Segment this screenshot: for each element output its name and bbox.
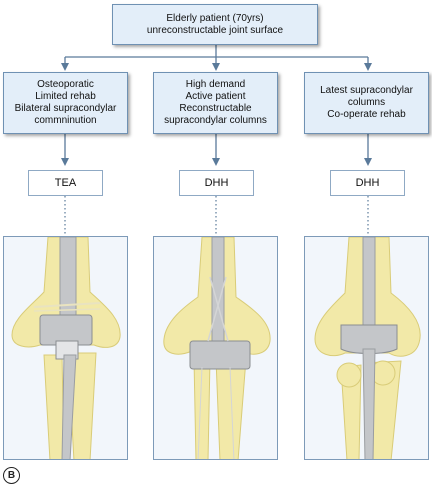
result-3-label: DHH [355,177,380,189]
result-box-dhh-2: DHH [330,170,405,196]
criteria-box-high-demand: High demand Active patient Reconstructab… [153,72,278,134]
top-decision-box: Elderly patient (70yrs) unreconstructabl… [112,4,318,45]
illustration-panel-dhh-2 [304,236,429,460]
criteria-1-line-1: Osteoporatic [37,79,94,90]
elbow-tea-illustration [11,237,121,459]
result-2-label: DHH [204,177,229,189]
criteria-3-line-1: Latest supracondylar [320,85,413,96]
elbow-dhh-reconstructed-illustration [163,237,271,459]
criteria-2-line-1: High demand [185,79,246,90]
criteria-2-line-3: Reconstructable [179,103,252,114]
elbow-dhh-intact-columns-illustration [314,237,421,459]
criteria-2-line-2: Active patient [185,91,246,102]
panel-label-text: B [7,470,16,481]
result-box-tea: TEA [28,170,103,196]
top-line-2: unreconstructable joint surface [146,24,284,36]
illustration-panel-dhh-1 [153,236,278,460]
criteria-3-line-3: Co-operate rehab [327,109,406,120]
criteria-3-line-2: columns [347,97,386,108]
top-line-1: Elderly patient (70yrs) [166,12,264,24]
criteria-1-line-2: Limited rehab [35,91,96,102]
result-1-label: TEA [54,177,77,189]
criteria-box-supracondylar-columns: Latest supracondylar columns Co-operate … [304,72,429,134]
criteria-box-osteoporotic: Osteoporatic Limited rehab Bilateral sup… [3,72,128,134]
criteria-2-line-4: supracondylar columns [164,115,267,126]
panel-label-badge: B [3,467,20,484]
result-box-dhh-1: DHH [179,170,254,196]
criteria-1-line-4: commninution [34,115,97,126]
illustration-panel-tea [3,236,128,460]
criteria-1-line-3: Bilateral supracondylar [14,103,117,114]
